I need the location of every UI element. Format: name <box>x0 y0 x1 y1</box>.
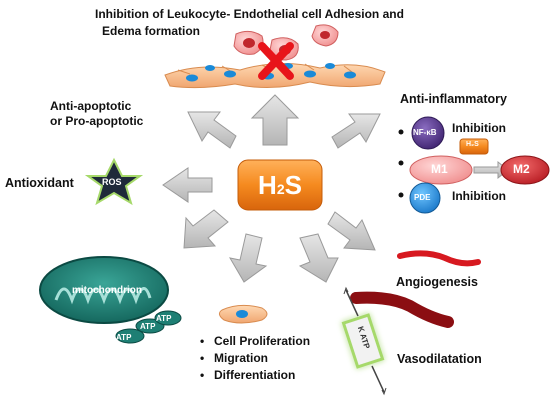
endothelial-layer <box>164 63 386 89</box>
anti-apoptotic-label: Anti-apoptotic <box>50 99 132 113</box>
vasodilatation-vessel-icon <box>350 291 454 328</box>
arrow-bottom-left-icon <box>229 233 268 283</box>
h2s-center-box <box>237 159 323 211</box>
radiating-arrows <box>162 94 381 283</box>
cell-function-list: Cell Proliferation Migration Differentia… <box>200 333 310 384</box>
arrow-bottom-right-icon <box>298 233 339 283</box>
mitochondrion-label: mitochondrion <box>72 285 142 296</box>
pde-label: PDE <box>414 193 431 202</box>
h2s-h: H <box>258 169 277 200</box>
top-title-line1: Inhibition of Leukocyte- Endothelial cel… <box>95 7 404 21</box>
inhibition-pde-label: Inhibition <box>452 189 506 203</box>
inhibition-nfkb-label: Inhibition <box>452 121 506 135</box>
atp-label-1: ATP <box>116 333 132 342</box>
h2s-small-badge <box>459 138 489 155</box>
cell-list-item-differentiation: Differentiation <box>200 367 310 384</box>
cell-list-item-migration: Migration <box>200 350 310 367</box>
h2s-s: S <box>284 169 302 200</box>
arrow-left-icon <box>162 167 213 203</box>
h2s-small-label: H₂S <box>466 141 479 148</box>
pro-apoptotic-label: or Pro-apoptotic <box>50 114 144 128</box>
m1-label: M1 <box>431 162 448 176</box>
atp-label-2: ATP <box>140 322 156 331</box>
ros-star-icon <box>84 157 144 206</box>
anti-inflammatory-label: Anti-inflammatory <box>400 92 507 106</box>
cell-list-item-proliferation: Cell Proliferation <box>200 333 310 350</box>
m2-oval-icon <box>500 155 550 185</box>
arrow-lower-right-icon <box>327 211 376 251</box>
h2s-sub: 2 <box>276 181 285 197</box>
bullet-dots <box>398 129 404 198</box>
top-title-line2: Edema formation <box>102 24 201 38</box>
m1-oval-icon <box>409 155 473 185</box>
inhibition-x-icon <box>258 42 294 80</box>
arrow-upper-left-icon <box>187 111 237 149</box>
mitochondrion-icon <box>39 256 182 344</box>
katp-channel-icon <box>341 286 387 396</box>
arrow-upper-right-icon <box>331 113 381 149</box>
antioxidant-label: Antioxidant <box>5 176 74 190</box>
nfkb-label: NF-κB <box>413 128 437 137</box>
pde-circle-icon <box>409 182 441 214</box>
m2-label: M2 <box>513 162 530 176</box>
arrow-lower-left-icon <box>183 209 229 249</box>
arrow-up-icon <box>250 94 300 146</box>
atp-label-3: ATP <box>156 314 172 323</box>
nfkb-circle-icon <box>411 116 445 150</box>
ros-label: ROS <box>102 177 122 187</box>
angiogenesis-vessel-icon <box>397 250 481 267</box>
proliferating-cell-icon <box>218 304 268 324</box>
vasodilatation-label: Vasodilatation <box>397 352 482 366</box>
angiogenesis-label: Angiogenesis <box>396 275 478 289</box>
